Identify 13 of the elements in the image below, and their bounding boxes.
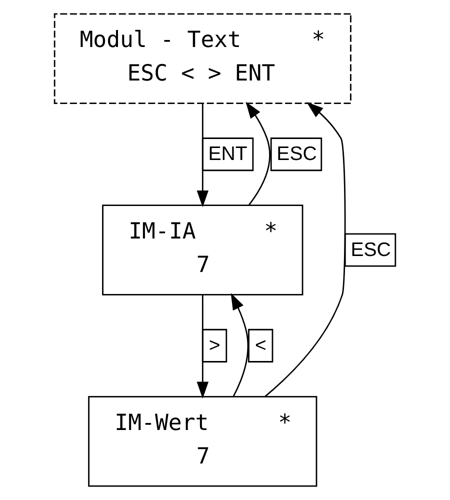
- edge-label: >: [208, 334, 220, 357]
- edge-label: <: [255, 334, 266, 357]
- arrow: [196, 295, 209, 399]
- node-box: Modul - Text * ESC < > ENT: [54, 13, 352, 104]
- edge-label: ENT: [208, 143, 248, 166]
- arrow: [264, 102, 346, 397]
- arrow: [246, 102, 270, 206]
- edge-label: ESC: [276, 143, 317, 166]
- arrow: [230, 292, 249, 397]
- edge-label: ESC: [350, 238, 391, 261]
- arrow: [196, 104, 209, 208]
- node-box: IM-Wert * 7: [88, 396, 318, 487]
- node-box: IM-IA * 7: [102, 204, 304, 296]
